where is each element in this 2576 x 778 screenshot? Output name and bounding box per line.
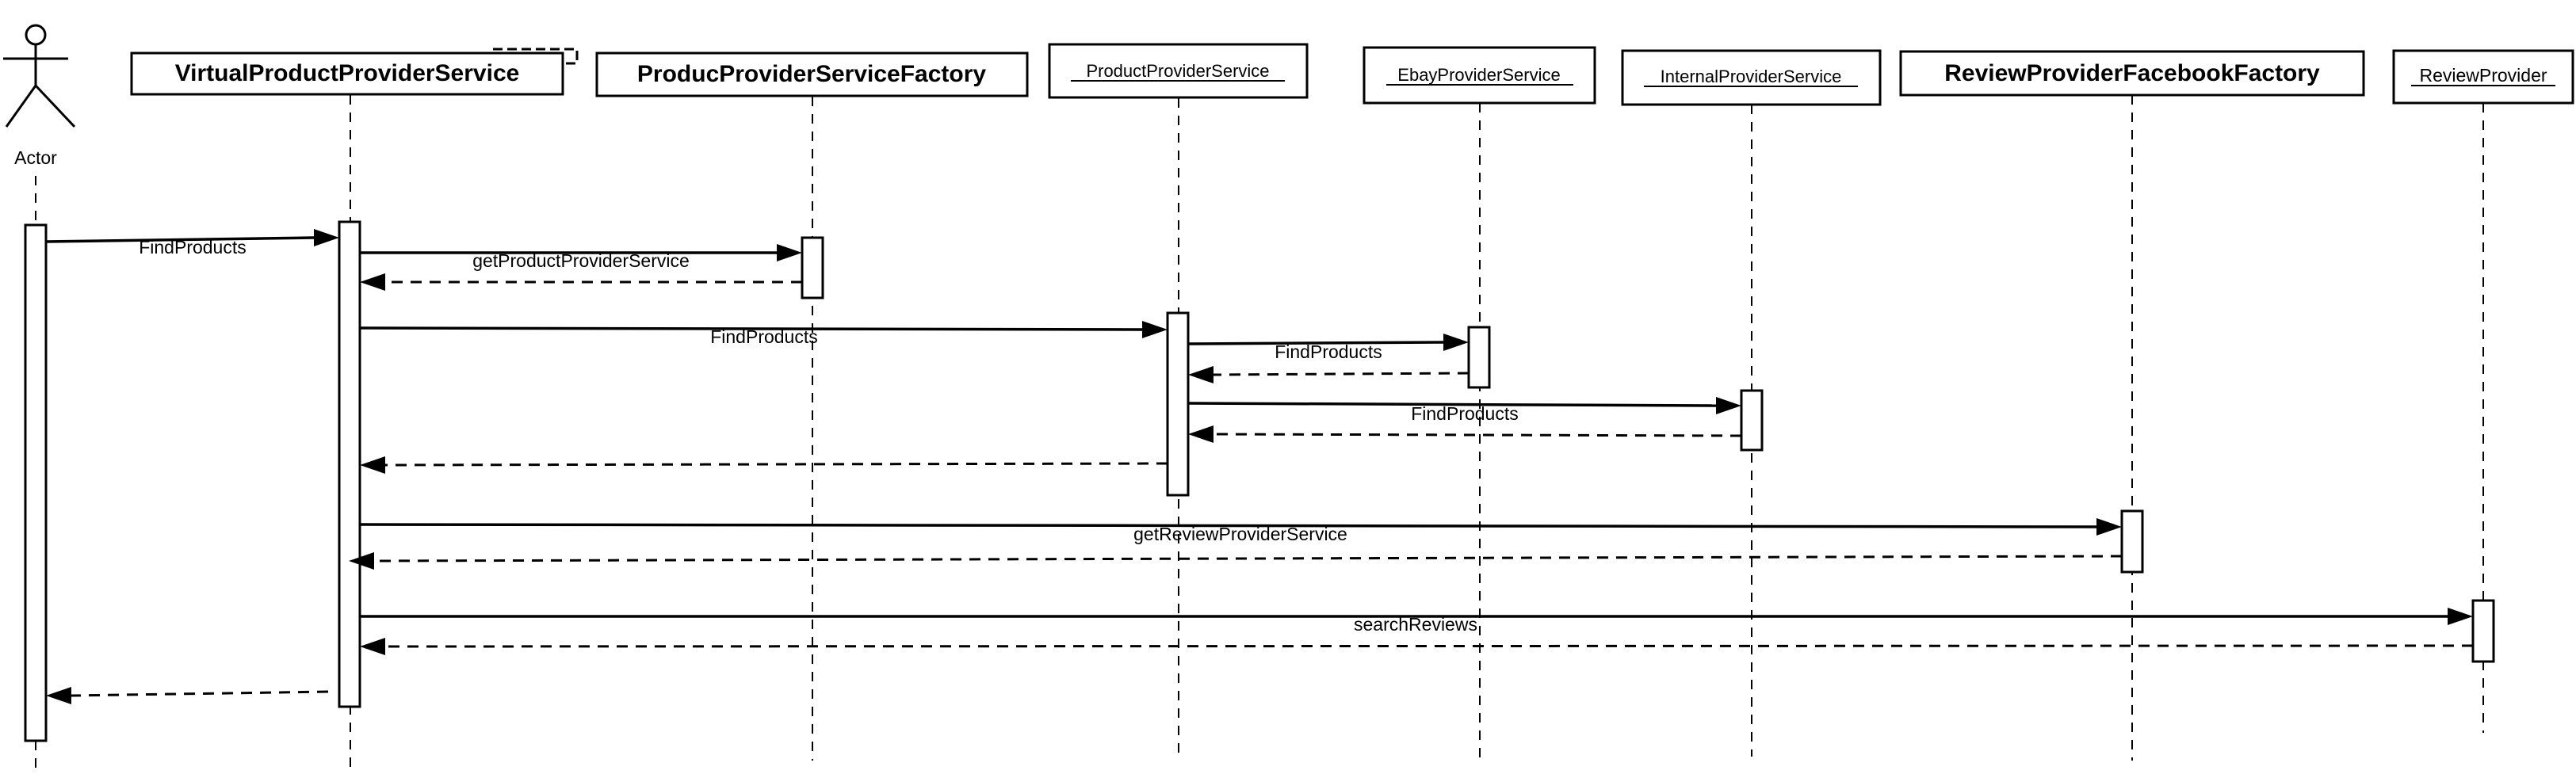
return-arrow-line	[1213, 372, 1470, 376]
participant-p5: InternalProviderService	[1621, 49, 1882, 106]
return-from-p4	[1188, 366, 1470, 383]
message-label: FindProducts	[710, 326, 818, 347]
call-arrow-line	[1187, 402, 1717, 407]
arrow-head-icon	[46, 687, 71, 704]
participant-label: InternalProviderService	[1661, 67, 1842, 86]
activation-p5	[1740, 389, 1764, 452]
return-from-p5	[1188, 425, 1742, 443]
participant-box	[1621, 49, 1882, 106]
participant-box	[1899, 50, 2365, 97]
message-label: getReviewProviderService	[1133, 524, 1347, 544]
arrow-head-icon	[360, 273, 385, 291]
participant-p1: VirtualProductProviderService	[130, 48, 579, 96]
return-arrow-line	[71, 690, 329, 697]
arrow-head-icon	[1716, 397, 1741, 414]
participant-box	[130, 51, 564, 96]
message-label: FindProducts	[1275, 341, 1382, 362]
return-from-p6	[349, 552, 2123, 570]
message-label: searchReviews	[1354, 614, 1477, 635]
message-label: getProductProviderService	[472, 250, 690, 271]
return-from-p3	[360, 456, 1168, 474]
participant-p4: EbayProviderService	[1363, 46, 1596, 105]
activation-p3	[1166, 311, 1190, 497]
activation-p7	[2471, 599, 2495, 663]
participant-label: EbayProviderService	[1397, 65, 1560, 85]
arrow-head-icon	[2448, 608, 2473, 625]
participant-p2: ProducProviderServiceFactory	[595, 51, 1029, 97]
note-flag-icon	[493, 48, 579, 65]
arrow-head-icon	[2096, 518, 2122, 536]
message-get-review-provider-service: getReviewProviderService	[359, 518, 2122, 544]
message-find-products-3: FindProducts	[1187, 334, 1469, 362]
call-arrow-line	[359, 523, 2097, 528]
actor-label: Actor	[14, 147, 57, 168]
message-find-products-2: FindProducts	[359, 321, 1168, 347]
message-label: FindProducts	[139, 237, 247, 257]
participant-label: VirtualProductProviderService	[175, 60, 520, 86]
participant-box	[1363, 46, 1596, 105]
arrow-head-icon	[1188, 425, 1213, 443]
participant-label: ReviewProviderFacebookFactory	[1944, 60, 2320, 86]
arrow-head-icon	[1188, 366, 1213, 383]
call-arrow-line	[45, 236, 315, 243]
arrow-head-icon	[1443, 334, 1469, 351]
message-label: FindProducts	[1411, 403, 1519, 424]
call-arrow-line	[359, 326, 1143, 331]
actor: Actor	[3, 24, 76, 168]
arrow-head-icon	[314, 229, 339, 246]
return-from-p7	[360, 638, 2474, 655]
return-arrow-line	[1213, 433, 1742, 437]
actor-right-leg	[34, 84, 76, 128]
participant-box	[595, 51, 1029, 97]
return-arrow-line	[384, 462, 1168, 467]
activation-p6	[2120, 509, 2144, 574]
participant-p6: ReviewProviderFacebookFactory	[1899, 50, 2365, 97]
participant-label: ProducProviderServiceFactory	[637, 61, 987, 87]
message-find-products-1: FindProducts	[45, 229, 339, 257]
call-arrow-line	[1187, 341, 1444, 345]
arrow-head-icon	[1142, 321, 1168, 338]
participant-label: ReviewProvider	[2419, 65, 2547, 86]
message-search-reviews: searchReviews	[360, 608, 2473, 635]
participant-box	[1048, 43, 1309, 99]
arrow-head-icon	[777, 244, 802, 261]
activation-p4	[1467, 326, 1491, 389]
activation-p2	[801, 236, 824, 299]
activation-p1	[338, 220, 361, 708]
participant-box	[2392, 49, 2574, 105]
arrow-head-icon	[360, 456, 385, 474]
participant-p7: ReviewProvider	[2392, 49, 2574, 105]
return-to-actor	[46, 687, 329, 704]
message-find-products-4: FindProducts	[1187, 397, 1741, 424]
arrow-head-icon	[360, 638, 385, 655]
participant-p3: ProductProviderService	[1048, 43, 1309, 99]
return-from-p2	[360, 273, 802, 291]
activation-actor	[24, 223, 48, 742]
actor-left-leg	[5, 85, 37, 128]
arrow-head-icon	[349, 552, 374, 570]
message-get-product-provider-service: getProductProviderService	[360, 244, 802, 271]
participant-label: ProductProviderService	[1086, 61, 1269, 81]
actor-head	[25, 24, 47, 46]
return-arrow-line	[373, 555, 2123, 563]
